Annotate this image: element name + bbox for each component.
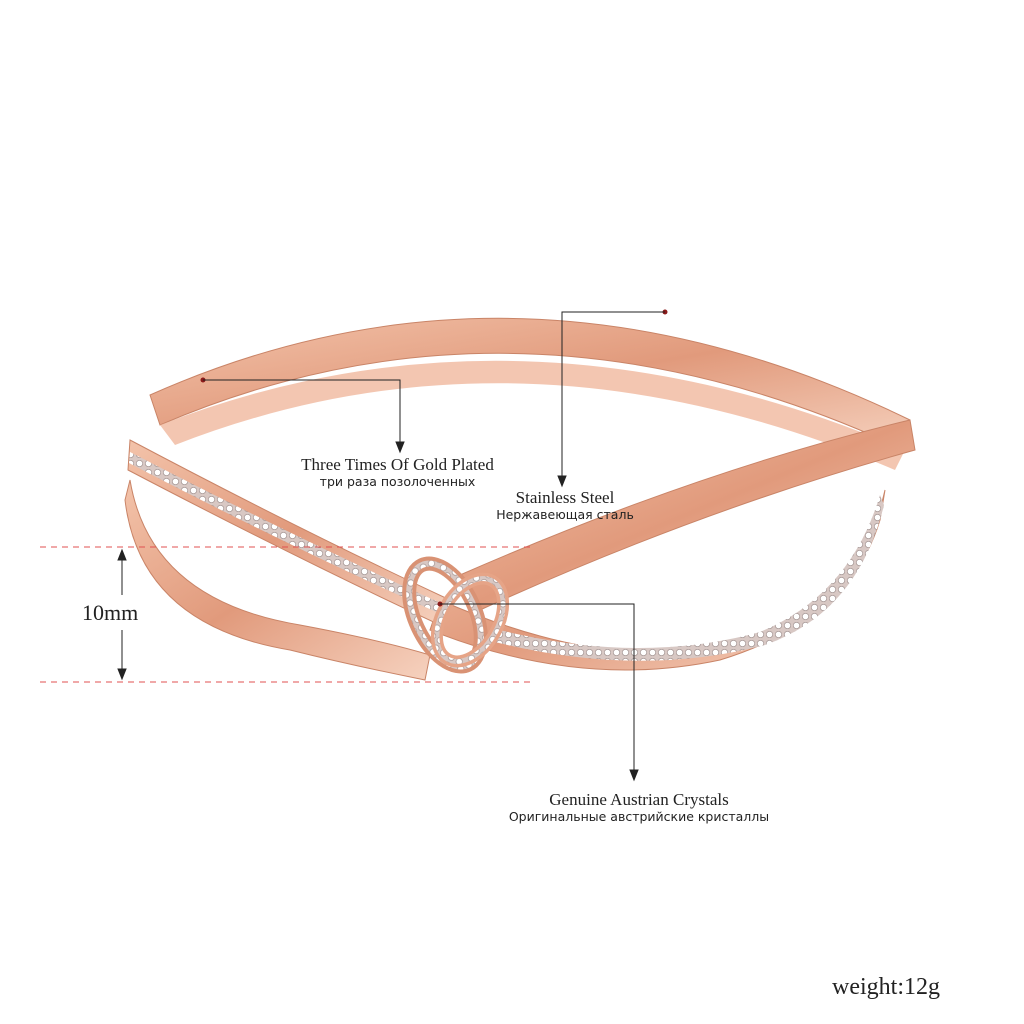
crystal-row-right xyxy=(495,495,884,661)
crystal-row-left xyxy=(129,452,445,614)
label-stainless-steel-ru: Нержавеющая сталь xyxy=(496,507,634,522)
label-gold-plated-en: Three Times Of Gold Plated xyxy=(301,455,494,474)
label-stainless-steel: Stainless Steel Нержавеющая сталь xyxy=(480,488,650,522)
dimension-arrow xyxy=(117,548,127,681)
label-stainless-steel-en: Stainless Steel xyxy=(515,488,615,507)
callout-stainless-steel xyxy=(557,309,668,488)
label-crystals-ru: Оригинальные австрийские кристаллы xyxy=(508,809,770,824)
smooth-band xyxy=(459,419,916,611)
label-crystals-en: Genuine Austrian Crystals xyxy=(549,790,729,809)
knot-charm xyxy=(402,556,510,674)
label-gold-plated: Three Times Of Gold Plated три раза позо… xyxy=(285,455,510,489)
back-band-inner xyxy=(160,360,905,470)
callout-crystals xyxy=(437,601,639,782)
dimension-label: 10mm xyxy=(82,600,139,625)
band-left-lower xyxy=(124,479,431,681)
label-crystals: Genuine Austrian Crystals Оригинальные а… xyxy=(484,790,794,824)
callout-gold-plated xyxy=(200,377,405,454)
label-gold-plated-ru: три раза позолоченных xyxy=(319,474,476,489)
weight-label: weight:12g xyxy=(832,974,940,1000)
